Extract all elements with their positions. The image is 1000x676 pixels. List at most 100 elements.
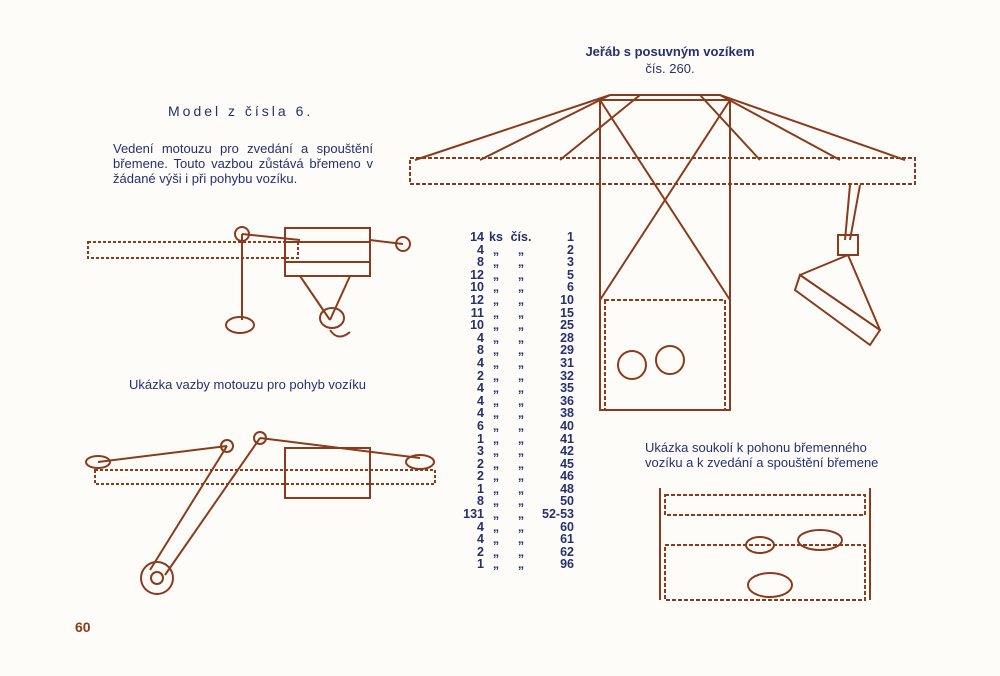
- part-number: 10: [560, 292, 574, 307]
- parts-row: 4„„60: [458, 521, 574, 534]
- part-quantity: 11: [470, 305, 484, 320]
- part-no-label: „: [517, 507, 525, 522]
- part-number: 96: [560, 557, 574, 572]
- parts-row: 2„„62: [458, 546, 574, 559]
- part-number: 42: [560, 444, 574, 459]
- part-quantity: 6: [477, 418, 484, 433]
- part-unit: „: [492, 267, 500, 282]
- part-number: 28: [560, 330, 574, 345]
- parts-row: 1„„48: [458, 483, 574, 496]
- part-quantity: 10: [470, 318, 484, 333]
- part-unit: „: [492, 368, 500, 383]
- part-unit: „: [492, 544, 500, 559]
- part-unit: „: [492, 507, 500, 522]
- part-number: 38: [560, 406, 574, 421]
- part-quantity: 4: [477, 330, 484, 345]
- part-quantity: 12: [470, 267, 484, 282]
- part-number: 29: [560, 343, 574, 358]
- part-unit: „: [492, 456, 500, 471]
- part-unit: „: [492, 242, 500, 257]
- crane-drawing: [409, 94, 916, 411]
- part-unit: „: [492, 343, 500, 358]
- part-quantity: 8: [477, 343, 484, 358]
- part-number: 15: [560, 305, 574, 320]
- parts-row: 4 „ „ 35: [458, 382, 574, 395]
- part-no-label: „: [517, 330, 525, 345]
- part-unit: „: [492, 481, 500, 496]
- part-unit: „: [492, 330, 500, 345]
- rope-description: Vedení motouzu pro zvedání a spouštění b…: [113, 141, 373, 186]
- parts-row: 4„„2: [458, 242, 574, 257]
- part-quantity: 131: [463, 507, 484, 522]
- parts-row: 12„„5: [458, 269, 574, 282]
- part-quantity: 4: [477, 406, 484, 421]
- part-unit: „: [492, 305, 500, 320]
- parts-row: 11 „ „ 15: [458, 305, 574, 320]
- part-quantity: 2: [477, 544, 484, 559]
- parts-row: 4„„31: [458, 357, 574, 370]
- part-unit: „: [492, 519, 500, 534]
- part-quantity: 8: [477, 255, 484, 270]
- part-quantity: 4: [477, 532, 484, 547]
- hoist-rope-diagram: [87, 226, 411, 338]
- part-no-label: „: [517, 255, 525, 270]
- part-number: 35: [560, 381, 574, 396]
- part-unit: „: [492, 255, 500, 270]
- part-number: 52-53: [542, 507, 574, 522]
- parts-row: 4„„36: [458, 395, 574, 408]
- part-quantity: 4: [477, 381, 484, 396]
- part-unit: „: [492, 381, 500, 396]
- parts-row: 2„„46: [458, 470, 574, 483]
- parts-row: 4„„61: [458, 533, 574, 546]
- parts-row: 131 „ „ 52-53: [458, 508, 574, 521]
- part-unit: „: [492, 494, 500, 509]
- part-quantity: 8: [477, 494, 484, 509]
- part-no-label: „: [517, 494, 525, 509]
- crane-title: Jeřáb s posuvným vozíkem: [585, 44, 755, 59]
- part-quantity: 2: [477, 368, 484, 383]
- part-no-label: „: [517, 368, 525, 383]
- page-number: 60: [75, 619, 91, 635]
- part-no-label: „: [517, 305, 525, 320]
- part-quantity: 4: [477, 519, 484, 534]
- part-no-label: „: [517, 343, 525, 358]
- part-quantity: 1: [477, 481, 484, 496]
- part-number: 6: [567, 280, 574, 295]
- part-no-label: „: [517, 267, 525, 282]
- trolley-rope-diagram: [85, 431, 436, 595]
- part-unit: „: [492, 532, 500, 547]
- parts-row: 10„„6: [458, 281, 574, 294]
- part-quantity: 1: [477, 557, 484, 572]
- part-quantity: 10: [470, 280, 484, 295]
- part-unit: ks: [489, 230, 503, 244]
- part-no-label: „: [517, 381, 525, 396]
- parts-row: 3„„42: [458, 445, 574, 458]
- part-quantity: 12: [470, 292, 484, 307]
- part-number: 62: [560, 544, 574, 559]
- part-unit: „: [492, 418, 500, 433]
- part-quantity: 2: [477, 456, 484, 471]
- parts-row: 12„„10: [458, 294, 574, 307]
- part-number: 46: [560, 469, 574, 484]
- trolley-caption: Ukázka vazby motouzu pro pohyb vozíku: [129, 377, 367, 392]
- parts-row: 4„„38: [458, 407, 574, 420]
- parts-row: 4 „ „ 28: [458, 332, 574, 345]
- part-no-label: „: [517, 418, 525, 433]
- part-number: 50: [560, 494, 574, 509]
- gear-caption: Ukázka soukolí k pohonu břemenného vozík…: [645, 440, 879, 470]
- part-quantity: 2: [477, 469, 484, 484]
- part-no-label: „: [517, 406, 525, 421]
- parts-row: 1„„41: [458, 432, 574, 446]
- part-unit: „: [492, 318, 500, 333]
- part-quantity: 14: [470, 230, 484, 244]
- parts-row: 2„„45: [458, 458, 574, 471]
- part-unit: „: [492, 355, 500, 370]
- parts-row: 8 „ „ 29: [458, 344, 574, 357]
- part-number: 3: [567, 255, 574, 270]
- part-number: 2: [567, 242, 574, 257]
- part-number: 48: [560, 481, 574, 496]
- part-unit: „: [492, 469, 500, 484]
- part-unit: „: [492, 393, 500, 408]
